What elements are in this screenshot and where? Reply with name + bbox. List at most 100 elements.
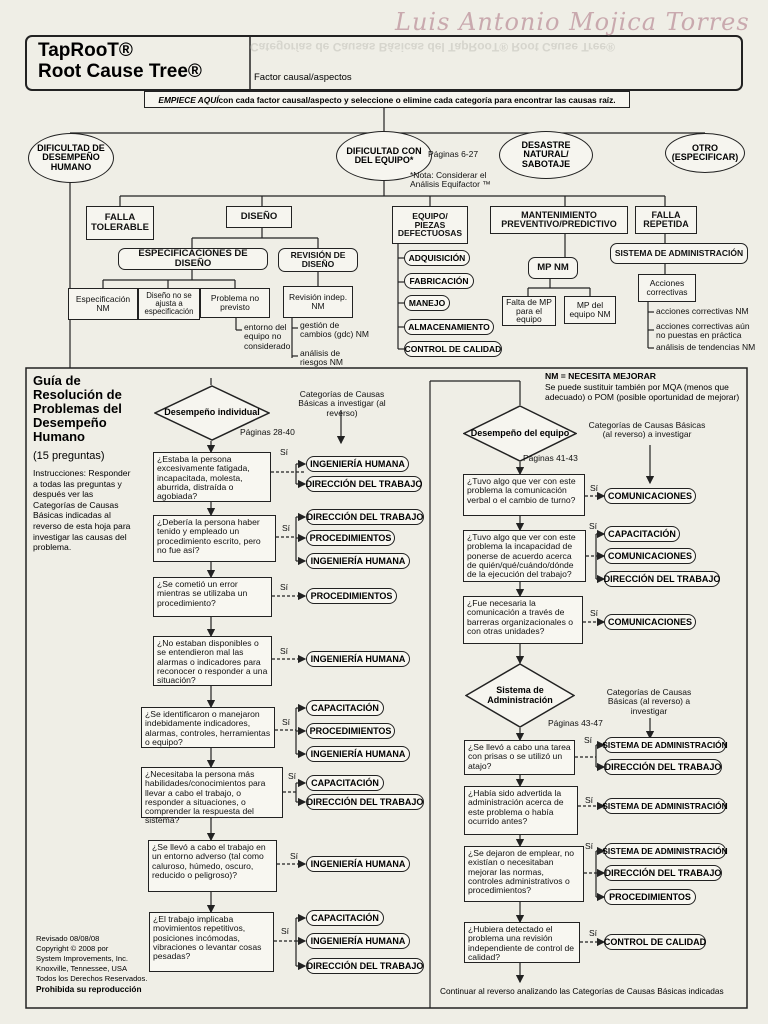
maintenance-box: MANTENIMIENTO PREVENTIVO/PREDICTIVO — [490, 206, 628, 234]
start-here-banner: EMPIECE AQUÍ con cada factor causal/aspe… — [144, 91, 630, 108]
category-work-direction: DIRECCIÓN DEL TRABAJO — [306, 476, 422, 492]
category-human-engineering: INGENIERÍA HUMANA — [306, 456, 409, 472]
individual-pages: Páginas 28-40 — [240, 427, 295, 437]
individual-question-3: ¿Se cometió un error mientras se utiliza… — [153, 577, 272, 617]
individual-performance-diamond: Desempeño individual — [154, 385, 270, 441]
mp-nm-box: MP NM — [528, 257, 578, 279]
yes-label: Sí — [590, 608, 599, 618]
yes-label: Sí — [280, 646, 289, 656]
equipment-pages: Páginas 6-27 — [428, 149, 479, 159]
human-performance-oval: DIFICULTAD DE DESEMPEÑO HUMANO — [28, 133, 114, 183]
nm-definition-note: Se puede sustituir también por MQA (meno… — [545, 382, 740, 402]
yes-label: Sí — [589, 521, 598, 531]
revision-date: Revisado 08/08/08 — [36, 934, 100, 943]
admin-pages: Páginas 43-47 — [548, 718, 603, 728]
category-communications: COMUNICACIONES — [604, 614, 696, 630]
no-reproduction: Prohibida su reproducción — [36, 984, 142, 994]
admin-question-2: ¿Había sido advertida la administración … — [464, 786, 578, 835]
rights-line: Todos los Derechos Reservados. — [36, 974, 148, 983]
team-question-2: ¿Tuvo algo que ver con este problema la … — [463, 530, 586, 582]
acquisition-box: ADQUISICIÓN — [404, 250, 470, 266]
category-human-engineering: INGENIERÍA HUMANA — [306, 553, 410, 569]
admin-question-3: ¿Se dejaron de emplear, no existían o ne… — [464, 846, 584, 902]
handwritten-signature: Luis Antonio Mojica Torres — [395, 8, 750, 36]
admin-question-4: ¿Hubiera detectado el problema una revis… — [464, 922, 580, 963]
yes-label: Sí — [280, 582, 289, 592]
management-system-label: Sistema de Administración — [487, 685, 553, 705]
team-question-3: ¿Fue necesaria la comunicación a través … — [463, 596, 583, 644]
team-pages: Páginas 41-43 — [523, 453, 578, 463]
environment-note: entorno del equipo no considerado — [244, 322, 291, 351]
design-box: DISEÑO — [226, 206, 292, 228]
copyright-line: Copyright © 2008 por — [36, 944, 109, 953]
defective-parts-box: EQUIPO/ PIEZAS DEFECTUOSAS — [392, 206, 468, 244]
individual-question-5: ¿Se identificaron o manejaron indebidame… — [141, 707, 275, 748]
guide-footer: Revisado 08/08/08 Copyright © 2008 por S… — [36, 934, 151, 994]
category-work-direction: DIRECCIÓN DEL TRABAJO — [306, 794, 424, 810]
company-line: System Improvements, Inc. — [36, 954, 128, 963]
admin-question-1: ¿Se llevó a cabo una tarea con prisas o … — [464, 740, 575, 775]
category-work-direction: DIRECCIÓN DEL TRABAJO — [306, 958, 424, 974]
category-procedures: PROCEDIMIENTOS — [604, 889, 696, 905]
spec-nm-box: Especificación NM — [68, 288, 138, 320]
category-work-direction: DIRECCIÓN DEL TRABAJO — [604, 865, 722, 881]
category-human-engineering: INGENIERÍA HUMANA — [306, 933, 410, 949]
yes-label: Sí — [290, 851, 299, 861]
guide-title: Guía de Resolución de Problemas del Dese… — [33, 373, 122, 444]
equipment-difficulty-oval: DIFICULTAD CON DEL EQUIPO* — [336, 131, 432, 181]
design-review-box: REVISIÓN DE DISEÑO — [278, 248, 358, 272]
category-work-direction: DIRECCIÓN DEL TRABAJO — [604, 571, 720, 587]
continue-note: Continuar al reverso analizando las Cate… — [440, 986, 724, 996]
team-categories-note: Categorías de Causas Básicas (al reverso… — [588, 420, 706, 440]
category-procedures: PROCEDIMIENTOS — [306, 530, 395, 546]
category-communications: COMUNICACIONES — [604, 488, 696, 504]
yes-label: Sí — [282, 523, 291, 533]
yes-label: Sí — [281, 926, 290, 936]
design-specs-box: ESPECIFICACIONES DE DISEÑO — [118, 248, 268, 270]
causal-factor-label: Factor causal/aspectos — [254, 72, 352, 83]
category-training: CAPACITACIÓN — [306, 775, 384, 791]
corrective-actions-nm: acciones correctivas NM — [656, 306, 749, 316]
category-procedures: PROCEDIMIENTOS — [306, 588, 397, 604]
category-work-direction: DIRECCIÓN DEL TRABAJO — [604, 759, 722, 775]
risk-analysis-note: análisis de riesgos NM — [300, 348, 343, 368]
title-line-1: TapRooT® — [38, 40, 133, 61]
other-oval: OTRO (ESPECIFICAR) — [665, 133, 745, 173]
team-performance-label: Desempeño del equipo — [470, 427, 570, 438]
yes-label: Sí — [589, 928, 598, 938]
category-procedures: PROCEDIMIENTOS — [306, 723, 395, 739]
individual-categories-note: Categorías de Causas Básicas a investiga… — [298, 389, 386, 418]
individual-question-7: ¿Se llevó a cabo el trabajo en un entorn… — [148, 840, 277, 892]
team-question-1: ¿Tuvo algo que ver con este problema la … — [463, 474, 585, 516]
tolerable-failure-box: FALLA TOLERABLE — [86, 206, 154, 240]
guide-instructions: Instrucciones: Responder a todas las pre… — [33, 468, 131, 553]
category-human-engineering: INGENIERÍA HUMANA — [306, 651, 410, 667]
yes-label: Sí — [590, 483, 599, 493]
natural-disaster-oval: DESASTRE NATURAL/ SABOTAJE — [499, 131, 593, 179]
yes-label: Sí — [282, 717, 291, 727]
individual-question-6: ¿Necesitaba la persona más habilidades/c… — [141, 767, 283, 825]
individual-question-8: ¿El trabajo implicaba movimientos repeti… — [149, 912, 274, 972]
title-line-2: Root Cause Tree® — [38, 61, 202, 82]
quality-control-box: CONTROL DE CALIDAD — [404, 341, 502, 357]
location-line: Knoxville, Tennessee, USA — [36, 964, 128, 973]
header-title: TapRooT® Root Cause Tree® — [38, 40, 202, 82]
individual-performance-label: Desempeño individual — [164, 407, 260, 418]
management-system-box: SISTEMA DE ADMINISTRACIÓN — [610, 243, 748, 264]
category-management-system: SISTEMA DE ADMINISTRACIÓN — [602, 737, 728, 753]
storage-box: ALMACENAMIENTO — [404, 319, 494, 335]
corrective-not-implemented: acciones correctivas aún no puestas en p… — [656, 321, 750, 341]
yes-label: Sí — [280, 447, 289, 457]
team-performance-diamond: Desempeño del equipo — [463, 405, 577, 462]
category-work-direction: DIRECCIÓN DEL TRABAJO — [306, 509, 424, 525]
yes-label: Sí — [585, 841, 594, 851]
category-training: CAPACITACIÓN — [306, 700, 384, 716]
nm-definition-title: NM = NECESITA MEJORAR — [545, 371, 657, 381]
problem-not-expected-box: Problema no previsto — [200, 288, 270, 318]
yes-label: Sí — [288, 771, 297, 781]
category-human-engineering: INGENIERÍA HUMANA — [306, 856, 410, 872]
corrective-actions-box: Acciones correctivas — [638, 274, 696, 302]
category-management-system: SISTEMA DE ADMINISTRACIÓN — [602, 798, 728, 814]
